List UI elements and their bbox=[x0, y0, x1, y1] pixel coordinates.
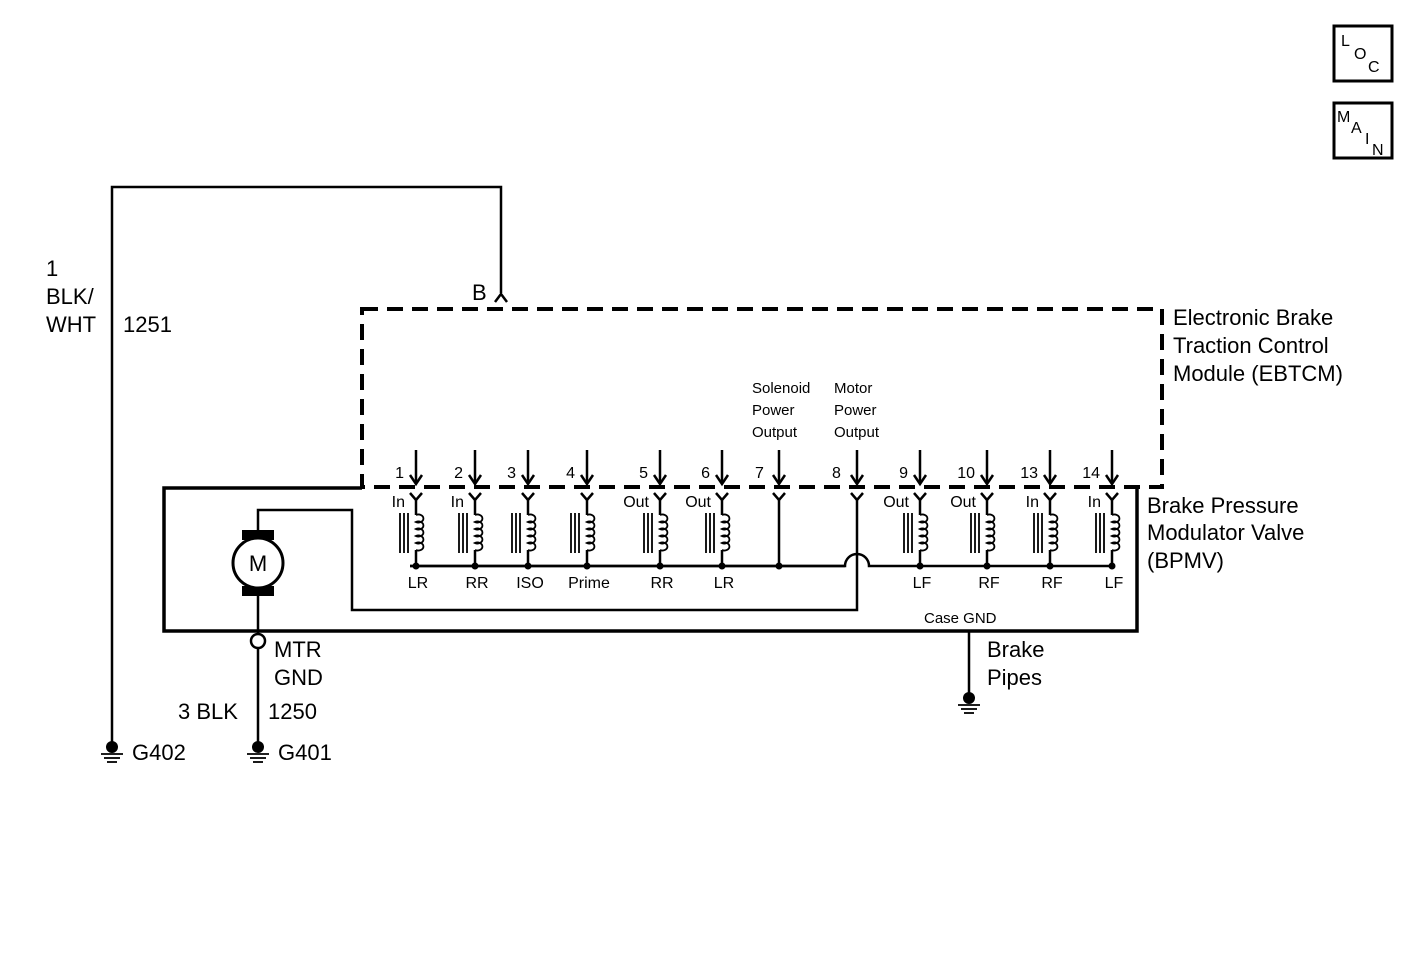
solenoid-wheel-label: LF bbox=[1105, 575, 1124, 592]
brake-pipes-label-1: Brake bbox=[987, 637, 1044, 662]
main-letter-i: I bbox=[1365, 131, 1369, 148]
solenoid-type-label: Out bbox=[950, 494, 976, 511]
mtr-gnd-connector bbox=[249, 632, 267, 650]
ground-g402-label: G402 bbox=[132, 740, 186, 765]
brake-pipes-label-2: Pipes bbox=[987, 665, 1042, 690]
solenoid-array: 1InLR2InRR3ISO4Prime5OutRR6OutLR9OutLF10… bbox=[392, 450, 1124, 592]
bpmv-name-2: Modulator Valve bbox=[1147, 520, 1304, 545]
solenoid-type-label: Out bbox=[623, 494, 649, 511]
bpmv-name-3: (BPMV) bbox=[1147, 548, 1224, 573]
solenoid-type-label: In bbox=[451, 494, 464, 511]
solenoid-power-label-3: Output bbox=[752, 424, 798, 441]
pin-number-13: 13 bbox=[1020, 465, 1038, 482]
loc-letter-o: O bbox=[1354, 46, 1366, 63]
solenoid-wheel-label: RF bbox=[978, 575, 1000, 592]
solenoid-type-label: In bbox=[392, 494, 405, 511]
pin-number-6: 6 bbox=[701, 465, 710, 482]
ground-g402-icon bbox=[101, 741, 123, 763]
loc-letter-c: C bbox=[1368, 59, 1380, 76]
pin-number-10: 10 bbox=[957, 465, 975, 482]
solenoid-wheel-label: RR bbox=[650, 575, 673, 592]
pin-number-2: 2 bbox=[454, 465, 463, 482]
pin-number-14: 14 bbox=[1082, 465, 1100, 482]
ebtcm-name-3: Module (EBTCM) bbox=[1173, 361, 1343, 386]
motor-power-label-2: Power bbox=[834, 402, 877, 419]
brake-pipes-ground-icon bbox=[958, 692, 980, 714]
loc-letter-l: L bbox=[1341, 33, 1350, 50]
solenoid-type-label: In bbox=[1088, 494, 1101, 511]
pin-8-motor-power: 8 bbox=[256, 450, 865, 612]
mtr-gnd-label-1: MTR bbox=[274, 637, 322, 662]
solenoid-type-label: Out bbox=[883, 494, 909, 511]
solenoid-power-bus bbox=[410, 552, 1110, 568]
loc-button[interactable]: L O C bbox=[1332, 24, 1394, 83]
solenoid-wheel-label: ISO bbox=[516, 575, 544, 592]
solenoid-type-label: Out bbox=[685, 494, 711, 511]
pin-7-number: 7 bbox=[755, 465, 764, 482]
solenoid-wheel-label: Prime bbox=[568, 575, 610, 592]
solenoid-type-label: In bbox=[1026, 494, 1039, 511]
feed-wire-1251 bbox=[110, 185, 503, 745]
feed-wire-circuit: 1251 bbox=[123, 312, 172, 337]
solenoid-power-label-1: Solenoid bbox=[752, 380, 810, 397]
solenoid-wheel-label: LR bbox=[714, 575, 734, 592]
pin-8-number: 8 bbox=[832, 465, 841, 482]
ground-g401-icon bbox=[247, 741, 269, 763]
solenoid-wheel-label: RF bbox=[1041, 575, 1063, 592]
ebtcm-name-1: Electronic Brake bbox=[1173, 305, 1333, 330]
motor-power-label-1: Motor bbox=[834, 380, 872, 397]
ground-g401-label: G401 bbox=[278, 740, 332, 765]
connector-b-terminal bbox=[494, 291, 508, 303]
bpmv-name-1: Brake Pressure bbox=[1147, 493, 1299, 518]
pin-number-4: 4 bbox=[566, 465, 575, 482]
ebtcm-name-2: Traction Control bbox=[1173, 333, 1329, 358]
motor-power-label-3: Output bbox=[834, 424, 880, 441]
solenoid-wheel-label: LR bbox=[408, 575, 428, 592]
ebtcm-module-box bbox=[360, 307, 1164, 489]
pin-number-5: 5 bbox=[639, 465, 648, 482]
feed-wire-size: 1 bbox=[46, 256, 58, 281]
pump-motor: M bbox=[231, 530, 285, 596]
ground-wire-label: 3 BLK bbox=[178, 699, 238, 724]
solenoid-wheel-label: LF bbox=[913, 575, 932, 592]
bpmv-housing-outline bbox=[162, 486, 1139, 633]
solenoid-power-label-2: Power bbox=[752, 402, 795, 419]
mtr-gnd-label-2: GND bbox=[274, 665, 323, 690]
ground-wire-number: 1250 bbox=[268, 699, 317, 724]
main-letter-n: N bbox=[1372, 142, 1384, 159]
pin-number-3: 3 bbox=[507, 465, 516, 482]
motor-symbol: M bbox=[249, 551, 267, 576]
main-letter-a: A bbox=[1351, 120, 1362, 137]
solenoid-wheel-label: RR bbox=[465, 575, 488, 592]
connector-b-label: B bbox=[472, 280, 487, 305]
case-gnd-label: Case GND bbox=[924, 610, 997, 627]
pin-number-1: 1 bbox=[395, 465, 404, 482]
main-button[interactable]: M A I N bbox=[1332, 101, 1394, 160]
pin-number-9: 9 bbox=[899, 465, 908, 482]
pin-7-solenoid-power: 7 bbox=[755, 450, 787, 570]
feed-wire-color-2: WHT bbox=[46, 312, 96, 337]
main-letter-m: M bbox=[1337, 109, 1350, 126]
feed-wire-color-1: BLK/ bbox=[46, 284, 95, 309]
